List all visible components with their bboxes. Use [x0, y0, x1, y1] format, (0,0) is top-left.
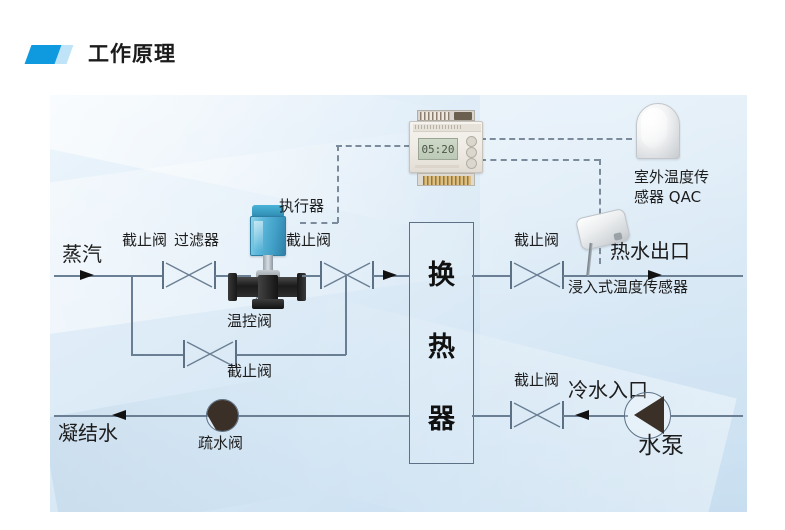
controller-lcd: 05:20: [418, 138, 458, 160]
immersion-sensor-head: [574, 207, 632, 252]
valve-flange-right: [297, 273, 306, 301]
control-wire-to-actuator: [300, 222, 338, 224]
cold-water-pipe: [472, 415, 512, 417]
actuator-yoke: [256, 270, 280, 279]
bg-streak: [480, 95, 747, 512]
controller-button-3[interactable]: [466, 158, 477, 169]
section-header: 工作原理: [0, 38, 785, 72]
cold-water-inlet-label: 冷水入口: [568, 378, 648, 402]
controller-button-2[interactable]: [466, 147, 477, 158]
stop-valve-bypass[interactable]: [181, 334, 239, 374]
hx-char-1: 换: [428, 260, 455, 291]
controller-lcd-value: 05:20: [421, 143, 455, 156]
valve-flange-bottom: [252, 299, 284, 309]
controller-body: 05:20: [409, 121, 483, 173]
stop-valve-hot[interactable]: [508, 255, 566, 295]
steam-trap-label: 疏水阀: [198, 434, 244, 452]
cold-water-pipe: [563, 415, 628, 417]
bypass-branch-down: [131, 275, 133, 355]
actuator-body: [250, 216, 286, 256]
hx-char-3: 器: [428, 404, 455, 435]
parallelogram-icon: [24, 45, 74, 64]
page-title: 工作原理: [88, 42, 176, 66]
actuator-stem: [263, 255, 273, 273]
hot-water-flow-arrow: [648, 270, 662, 280]
cold-water-pipe: [670, 415, 743, 417]
steam-trap-symbol[interactable]: [206, 399, 239, 432]
filter-label: 过滤器: [174, 231, 220, 249]
control-wire-to-outdoor-sensor: [480, 138, 632, 140]
stop-valve-hot-label: 截止阀: [514, 231, 560, 249]
bypass-rejoin-up: [345, 275, 347, 355]
bypass-pipe: [237, 354, 346, 356]
steam-pipe-seg: [237, 275, 251, 277]
control-wire-to-immersion-sensor: [480, 159, 600, 161]
hot-water-outlet-label: 热水出口: [610, 239, 690, 263]
temperature-control-valve-assembly[interactable]: [226, 195, 306, 310]
control-wire-to-immersion-sensor: [599, 159, 601, 264]
outdoor-sensor-label-line1: 室外温度传: [634, 168, 710, 186]
hot-water-pipe: [472, 275, 512, 277]
temp-control-valve-label: 温控阀: [227, 312, 273, 330]
controller-top-terminals: [417, 110, 475, 121]
stop-valve-cold-label: 截止阀: [514, 371, 560, 389]
outdoor-sensor-label-line2: 感器 QAC: [634, 188, 702, 206]
control-wire-to-actuator: [336, 145, 410, 147]
working-principle-diagram: 05:20 室外温度传 感器 QAC 蒸汽 截止阀: [50, 95, 747, 512]
steam-to-hx-arrow: [383, 270, 397, 280]
water-pump-symbol[interactable]: [624, 392, 671, 439]
steam-pipe-seg: [215, 275, 237, 277]
valve-body-vertical: [258, 275, 278, 305]
heat-exchanger[interactable]: 换 热 器: [409, 222, 474, 464]
stop-valve-bypass-label: 截止阀: [227, 362, 273, 380]
controller-button-1[interactable]: [466, 136, 477, 147]
control-wire-to-actuator: [337, 145, 339, 223]
steam-pipe-seg: [386, 275, 410, 277]
steam-pipe-seg: [132, 275, 162, 277]
bypass-pipe: [131, 354, 183, 356]
outdoor-temperature-sensor[interactable]: [632, 103, 686, 165]
controller-bottom-terminals: [417, 173, 475, 186]
steam-pipe-seg: [302, 275, 320, 277]
valve-flange-left: [228, 273, 237, 301]
immersion-temperature-sensor[interactable]: [570, 207, 632, 277]
stop-valve-cold[interactable]: [508, 395, 566, 435]
stop-valve-2[interactable]: [318, 255, 376, 295]
stop-valve-1-label: 截止阀: [122, 231, 168, 249]
water-pump-label: 水泵: [638, 433, 684, 459]
steam-label: 蒸汽: [62, 242, 102, 266]
steam-flow-arrow: [80, 270, 94, 280]
condensate-label: 凝结水: [58, 421, 118, 445]
hx-char-2: 热: [428, 332, 455, 363]
cold-water-flow-arrow: [575, 410, 589, 420]
controller-unit[interactable]: 05:20: [405, 110, 487, 188]
actuator-cap: [252, 205, 284, 218]
condensate-flow-arrow: [112, 410, 126, 420]
immersion-sensor-label: 浸入式温度传感器: [568, 278, 689, 296]
actuator-label: 执行器: [279, 197, 325, 215]
stop-valve-2-label: 截止阀: [286, 231, 332, 249]
